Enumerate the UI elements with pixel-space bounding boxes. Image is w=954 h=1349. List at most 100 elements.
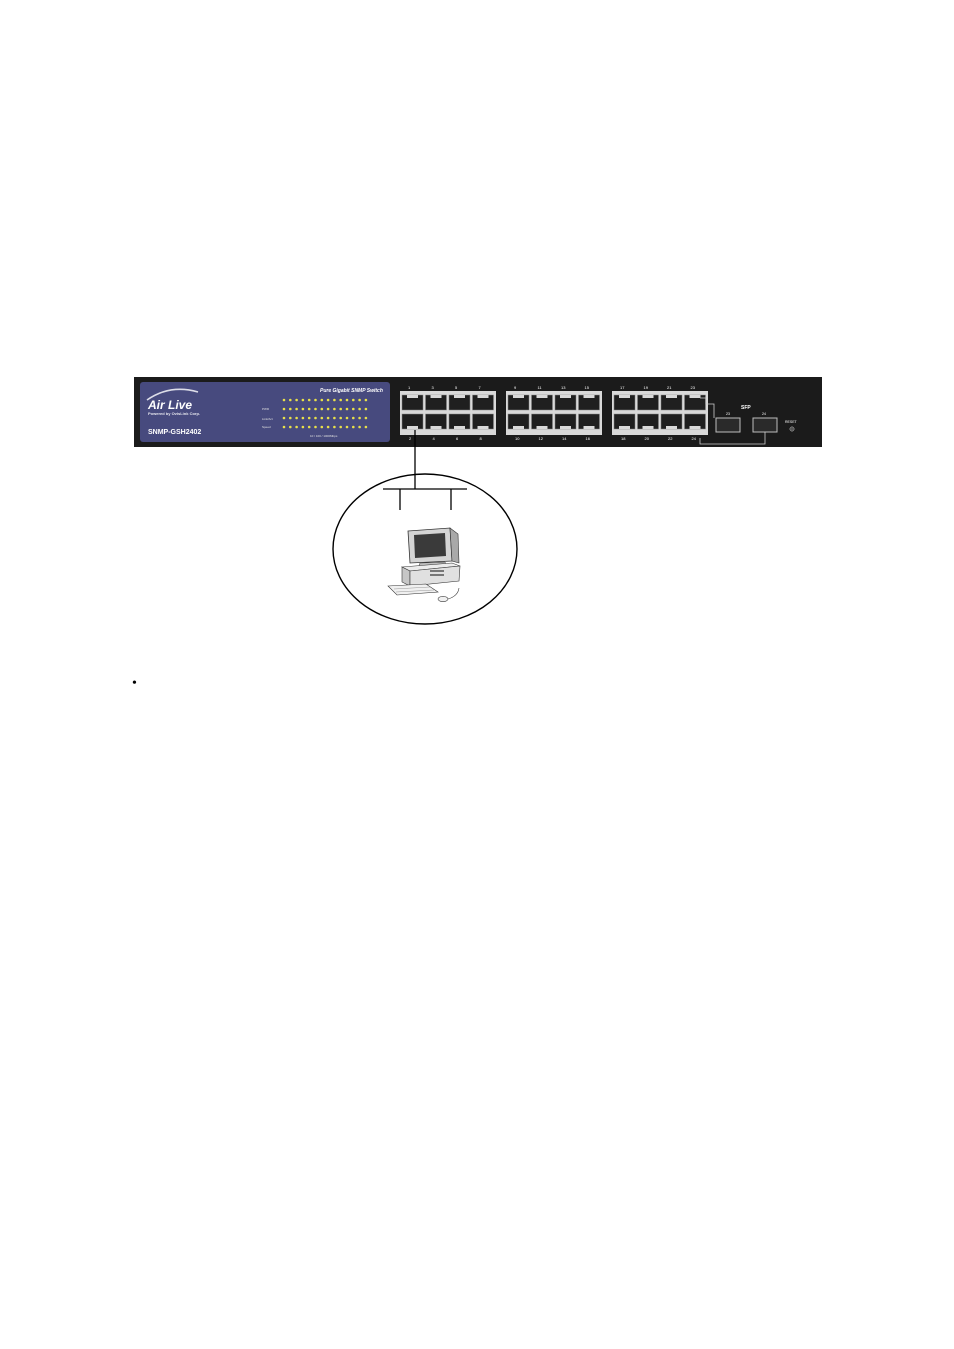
- led-indicator: [320, 425, 324, 429]
- led-indicator: [358, 416, 361, 420]
- port-number-label: 6: [456, 436, 459, 441]
- led-indicator: [364, 407, 368, 411]
- port-number-label: 19: [644, 385, 649, 390]
- product-title: Pure Gigabit SNMP Switch: [320, 388, 383, 394]
- port-number-label: 20: [645, 436, 650, 441]
- led-indicator: [295, 398, 298, 402]
- port-number-label: 14: [562, 436, 567, 441]
- port-number-label: 18: [621, 436, 626, 441]
- port-number-label: 15: [585, 385, 590, 390]
- port-number-label: 22: [668, 436, 673, 441]
- sfp-port-24-label: 24: [762, 412, 766, 416]
- led-indicator: [282, 398, 286, 402]
- led-indicator: [326, 407, 330, 411]
- led-label-link: Link/Act: [262, 417, 273, 421]
- led-indicator: [301, 416, 305, 420]
- rj45-clip: [689, 395, 701, 398]
- led-indicator: [320, 416, 324, 420]
- led-indicator: [289, 425, 292, 429]
- port-number-label: 7: [479, 385, 482, 390]
- led-indicator: [364, 416, 368, 420]
- rj45-clip: [536, 426, 548, 429]
- led-indicator: [339, 398, 343, 402]
- led-indicator: [364, 425, 368, 429]
- switch-unit: Air Live Powered by OvisLink Corp. SNMP-…: [134, 377, 822, 447]
- led-footer: 10 / 100 / 1000Mbps: [310, 434, 338, 438]
- sfp-connector-line-bottom: [699, 432, 766, 445]
- port-number-label: 12: [539, 436, 544, 441]
- port-number-label: 21: [667, 385, 672, 390]
- rj45-clip: [477, 426, 489, 429]
- bullet-marker: •: [132, 676, 137, 691]
- port-number-label: 9: [514, 385, 517, 390]
- led-indicator: [301, 398, 305, 402]
- port-number-label: 8: [480, 436, 483, 441]
- rj45-clip: [689, 426, 701, 429]
- led-indicator: [307, 425, 311, 429]
- rj45-clip: [454, 395, 465, 398]
- rj45-clip: [454, 426, 465, 429]
- led-indicator: [339, 407, 343, 411]
- lan-segment-ellipse: [332, 473, 518, 625]
- rj45-clip: [583, 395, 595, 398]
- brand-subtitle: Powered by OvisLink Corp.: [148, 411, 200, 416]
- led-indicator: [345, 416, 349, 420]
- led-indicator: [295, 416, 298, 420]
- led-indicator: [326, 416, 330, 420]
- port-number-label: 11: [538, 385, 543, 390]
- led-indicator: [358, 407, 361, 411]
- sfp-port-23-label: 23: [726, 412, 730, 416]
- led-indicator: [326, 425, 330, 429]
- airlive-swoosh-icon: [146, 388, 199, 401]
- led-indicator: [282, 407, 286, 411]
- rj45-clip: [666, 426, 677, 429]
- model-name: SNMP-GSH2402: [148, 429, 201, 436]
- rj45-clip: [407, 426, 418, 429]
- port-number-label: 23: [691, 385, 696, 390]
- rj45-clip: [619, 426, 630, 429]
- led-indicator: [301, 407, 305, 411]
- desktop-computer-icon: [387, 527, 461, 602]
- led-indicator: [345, 398, 349, 402]
- led-indicator: [333, 425, 336, 429]
- led-label-pwr: PWR: [262, 407, 270, 411]
- port-number-label: 17: [620, 385, 625, 390]
- rj45-clip: [583, 426, 595, 429]
- led-indicator: [289, 416, 292, 420]
- led-indicator: [314, 425, 317, 429]
- led-indicator: [339, 425, 343, 429]
- port-number-label: 13: [561, 385, 566, 390]
- led-indicator: [333, 398, 336, 402]
- led-indicator: [289, 407, 292, 411]
- sfp-port-2[interactable]: [752, 417, 778, 433]
- rj45-clip: [513, 395, 524, 398]
- port-number-label: 4: [433, 436, 436, 441]
- rj45-clip: [666, 395, 677, 398]
- brand-logo: Air Live: [147, 398, 192, 412]
- rj45-clip: [536, 395, 548, 398]
- led-indicator: [295, 407, 298, 411]
- led-indicator: [282, 425, 286, 429]
- rj45-clip: [430, 426, 442, 429]
- led-indicator: [295, 425, 298, 429]
- port-number-label: 24: [692, 436, 697, 441]
- led-indicator: [307, 416, 311, 420]
- led-indicator: [282, 416, 286, 420]
- reset-button[interactable]: [789, 426, 795, 432]
- port-number-label: 10: [515, 436, 520, 441]
- sfp-port-1[interactable]: [715, 417, 741, 433]
- rj45-clip: [407, 395, 418, 398]
- rj45-clip: [430, 395, 442, 398]
- rj45-clip: [619, 395, 630, 398]
- led-indicator: [320, 407, 324, 411]
- led-indicator: [307, 407, 311, 411]
- led-array: [282, 398, 368, 429]
- led-indicator: [289, 398, 292, 402]
- led-indicator: [345, 425, 349, 429]
- led-indicator: [358, 398, 361, 402]
- led-indicator: [333, 407, 336, 411]
- led-indicator: [352, 416, 355, 420]
- led-indicator: [352, 407, 355, 411]
- led-indicator: [358, 425, 361, 429]
